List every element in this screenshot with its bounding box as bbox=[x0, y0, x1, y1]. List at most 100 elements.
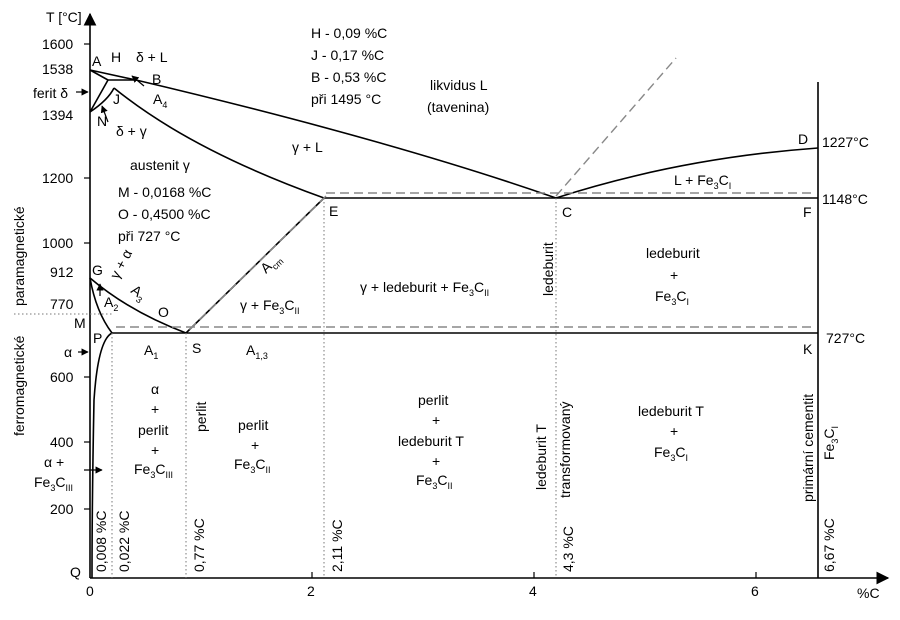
temp-label-1227: 1227°C bbox=[822, 134, 869, 150]
point-d: D bbox=[798, 131, 808, 147]
region-ledeburit-t-vertical: ledeburit T bbox=[533, 424, 549, 490]
point-n: N bbox=[97, 113, 107, 129]
y-tick-770: 770 bbox=[50, 296, 74, 312]
y-tick-1394: 1394 bbox=[42, 107, 73, 123]
x-tick-4: 4 bbox=[529, 583, 537, 599]
point-k: K bbox=[803, 341, 813, 357]
region-austenite: austenit γ bbox=[130, 157, 190, 173]
region-pf-3: Fe3CII bbox=[234, 456, 271, 475]
comp-667: 6,67 %C bbox=[821, 518, 837, 572]
region-perlit-vertical: perlit bbox=[193, 402, 209, 432]
region-alpha: α bbox=[64, 344, 72, 360]
region-l-fe3c: L + Fe3CI bbox=[674, 172, 731, 191]
x-tick-2: 2 bbox=[307, 583, 315, 599]
point-g: G bbox=[92, 262, 103, 278]
delta-gamma-arrow bbox=[100, 105, 109, 123]
y-tick-200: 200 bbox=[50, 501, 74, 517]
comp-0022: 0,022 %C bbox=[116, 511, 132, 572]
region-pf-2: + bbox=[251, 437, 259, 453]
region-ledeburit-vertical: ledeburit bbox=[540, 242, 556, 296]
line-label-a3: A3 bbox=[126, 281, 149, 305]
line-label-a4: A4 bbox=[153, 91, 167, 110]
y-tick-1600: 1600 bbox=[42, 36, 73, 52]
region-ledeburit-top-3: Fe3CI bbox=[655, 288, 689, 307]
region-ap-3: perlit bbox=[138, 422, 168, 438]
region-gamma-fe3c: γ + Fe3CII bbox=[240, 297, 299, 316]
region-ledeburit-top-2: + bbox=[670, 267, 678, 283]
line-label-acm: Acm bbox=[257, 250, 286, 278]
x-tick-marks bbox=[311, 572, 757, 578]
a4-arrow bbox=[131, 75, 145, 87]
point-h: H bbox=[111, 49, 121, 65]
point-f: F bbox=[803, 204, 812, 220]
region-pl-2: + bbox=[432, 412, 440, 428]
note-o: O - 0,4500 %C bbox=[118, 206, 211, 222]
region-pl-3: ledeburit T bbox=[398, 433, 464, 449]
region-gamma-l: γ + L bbox=[292, 139, 323, 155]
region-pf-1: perlit bbox=[238, 417, 268, 433]
y-tick-1538: 1538 bbox=[42, 61, 73, 77]
y-tick-1200: 1200 bbox=[42, 170, 73, 186]
region-fe3ci-vertical: Fe3CI bbox=[821, 426, 840, 460]
region-ledeburit-top-1: ledeburit bbox=[646, 245, 700, 261]
point-o: O bbox=[158, 304, 169, 320]
point-a: A bbox=[92, 53, 102, 69]
point-c: C bbox=[562, 204, 572, 220]
line-label-a1: A1 bbox=[144, 342, 158, 361]
region-lt-3: Fe3CI bbox=[654, 444, 688, 463]
x-tick-0: 0 bbox=[86, 583, 94, 599]
point-p: P bbox=[93, 330, 102, 346]
note-temp2: při 727 °C bbox=[118, 228, 180, 244]
note-m: M - 0,0168 %C bbox=[118, 184, 211, 200]
region-ap-4: + bbox=[151, 442, 159, 458]
point-m: M bbox=[74, 315, 86, 331]
region-alpha-fe3ciii-2: Fe3CIII bbox=[34, 474, 73, 493]
y-tick-600: 600 bbox=[50, 369, 74, 385]
region-pl-1: perlit bbox=[418, 392, 448, 408]
region-lt-1: ledeburit T bbox=[638, 403, 704, 419]
comp-077: 0,77 %C bbox=[191, 518, 207, 572]
region-gamma-alpha: γ + α bbox=[107, 246, 136, 281]
note-h: H - 0,09 %C bbox=[311, 25, 387, 41]
region-ap-1: α bbox=[151, 381, 159, 397]
region-pl-4: + bbox=[432, 453, 440, 469]
region-pl-5: Fe3CII bbox=[416, 472, 453, 491]
region-ap-2: + bbox=[151, 401, 159, 417]
temp-label-727: 727°C bbox=[826, 330, 865, 346]
comp-0008: 0,008 %C bbox=[93, 511, 109, 572]
region-delta-gamma: δ + γ bbox=[116, 123, 147, 139]
point-b: B bbox=[152, 71, 161, 87]
region-lt-2: + bbox=[670, 423, 678, 439]
y-tick-912: 912 bbox=[50, 264, 74, 280]
y-tick-400: 400 bbox=[50, 434, 74, 450]
y-tick-marks bbox=[84, 43, 90, 510]
point-q: Q bbox=[70, 564, 81, 580]
point-e: E bbox=[329, 203, 338, 219]
region-delta-l: δ + L bbox=[136, 49, 168, 65]
comp-43: 4,3 %C bbox=[560, 526, 576, 572]
comp-211: 2,11 %C bbox=[329, 519, 345, 572]
temp-label-1148: 1148°C bbox=[822, 191, 868, 207]
region-transformovany-vertical: transformovaný bbox=[557, 402, 573, 498]
y-tick-1000: 1000 bbox=[42, 235, 73, 251]
region-alpha-fe3ciii-1: α + bbox=[44, 454, 64, 470]
line-label-a13: A1,3 bbox=[246, 342, 268, 361]
phase-boundaries bbox=[89, 69, 819, 579]
dashed-lines bbox=[116, 57, 816, 332]
line-label-a2: A2 bbox=[104, 294, 118, 313]
x-tick-6: 6 bbox=[751, 583, 759, 599]
note-temp: při 1495 °C bbox=[311, 91, 381, 107]
region-primarni-cementit: primární cementit bbox=[800, 394, 816, 502]
paramagnetic-label: paramagnetické bbox=[11, 206, 27, 306]
region-liquid-line2: (tavenina) bbox=[427, 99, 489, 115]
y-axis-title: T [°C] bbox=[46, 9, 82, 25]
region-gamma-ledeburit-fe3c: γ + ledeburit + Fe3CII bbox=[360, 279, 489, 298]
composition-dotted-lines bbox=[111, 198, 557, 578]
region-ap-5: Fe3CIII bbox=[134, 461, 173, 480]
point-s: S bbox=[192, 340, 201, 356]
note-b: B - 0,53 %C bbox=[311, 69, 386, 85]
note-j: J - 0,17 %C bbox=[311, 47, 384, 63]
region-ferit-delta: ferit δ bbox=[33, 85, 68, 101]
